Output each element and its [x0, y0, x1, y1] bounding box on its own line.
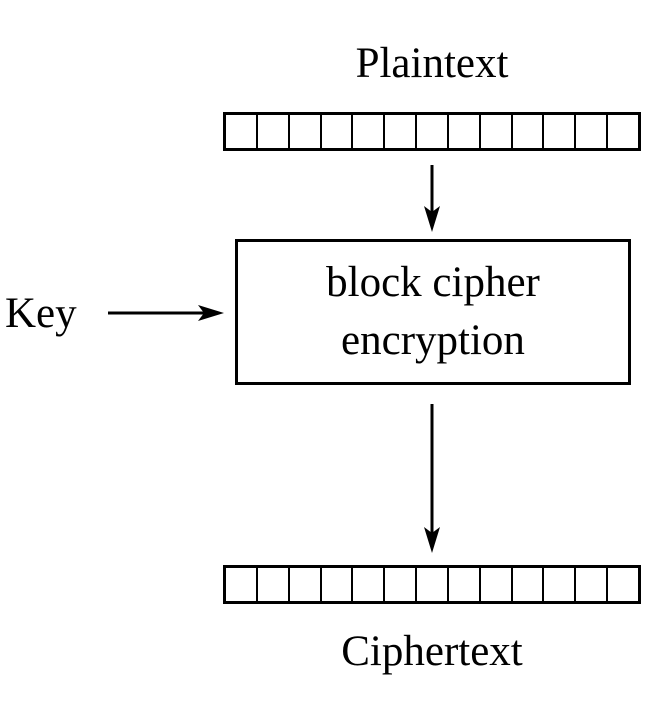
block-cell [449, 568, 481, 601]
cipher-box-line-2: encryption [341, 317, 525, 364]
block-cell [226, 115, 258, 148]
block-cipher-encryption-box: block cipher encryption [235, 239, 631, 385]
block-cell [417, 568, 449, 601]
block-cell [258, 115, 290, 148]
block-cell [353, 568, 386, 601]
block-cell [576, 115, 609, 148]
block-cell [513, 568, 545, 601]
block-cell [290, 568, 322, 601]
block-cell [481, 568, 513, 601]
block-cell [544, 115, 577, 148]
block-cell [258, 568, 290, 601]
key-label: Key [5, 290, 77, 337]
key-to-cipher-arrow [108, 305, 224, 321]
block-cell [385, 568, 418, 601]
cipher-to-ciphertext-arrow [424, 404, 440, 553]
block-cell [353, 115, 386, 148]
ciphertext-label: Ciphertext [341, 628, 523, 675]
block-cell [576, 568, 609, 601]
plaintext-block [223, 112, 641, 151]
block-cell [385, 115, 418, 148]
block-cell [449, 115, 481, 148]
block-cell [322, 115, 354, 148]
block-cell [481, 115, 513, 148]
block-cell [417, 115, 449, 148]
block-cell [322, 568, 354, 601]
plaintext-label: Plaintext [355, 40, 509, 87]
block-cell [226, 568, 258, 601]
block-cell [290, 115, 322, 148]
cipher-box-line-1: block cipher [326, 259, 540, 306]
block-cell [513, 115, 545, 148]
ciphertext-block [223, 565, 641, 604]
block-cell [544, 568, 577, 601]
plaintext-to-cipher-arrow [424, 165, 440, 232]
